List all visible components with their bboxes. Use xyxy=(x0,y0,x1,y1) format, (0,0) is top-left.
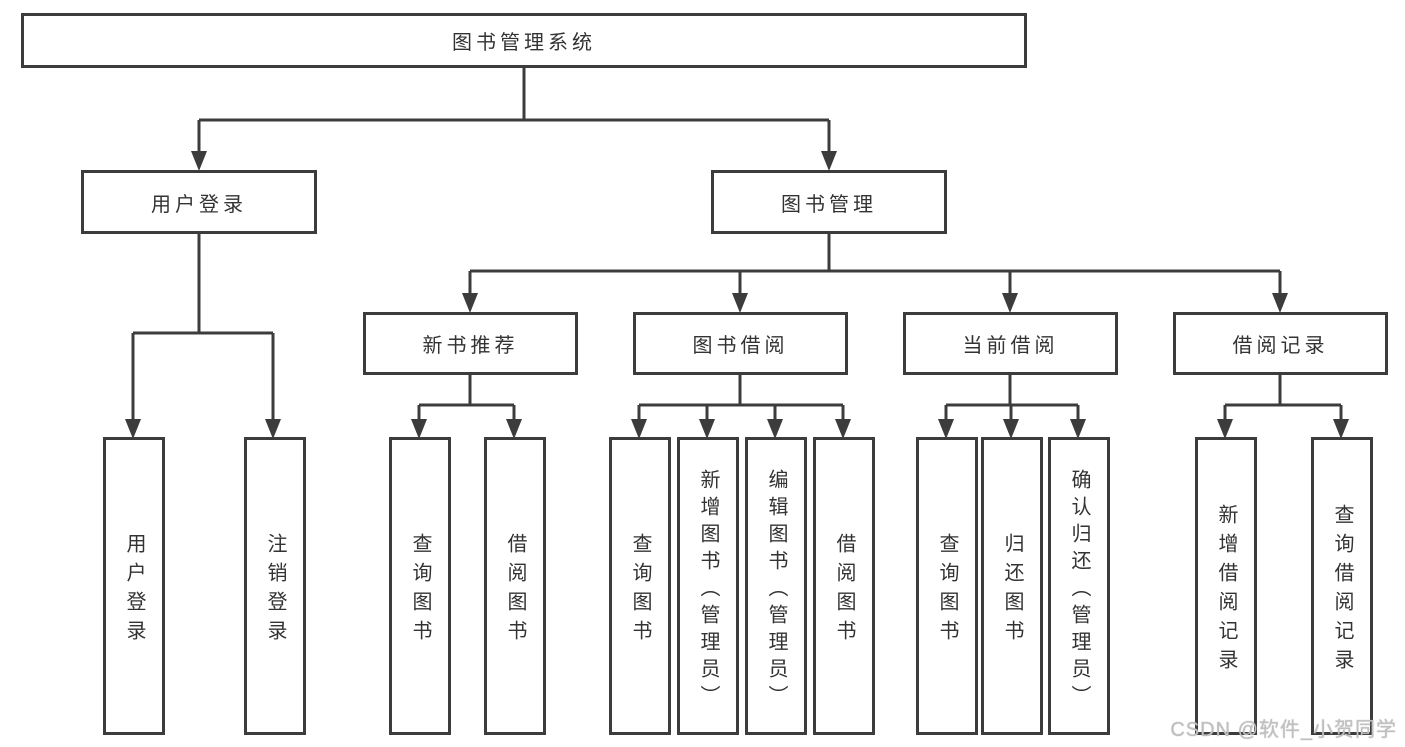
leaf-borrow-books-recommend: 借阅图书 xyxy=(484,437,546,735)
node-user-login: 用户登录 xyxy=(81,170,317,234)
leaf-add-book-admin: 新增图书（管理员） xyxy=(677,437,739,735)
leaf-edit-book-admin: 编辑图书（管理员） xyxy=(745,437,807,735)
leaf-borrow-books: 借阅图书 xyxy=(813,437,875,735)
node-book-management: 图书管理 xyxy=(711,170,947,234)
arrowheads xyxy=(125,151,1349,439)
node-borrowing-records: 借阅记录 xyxy=(1173,312,1388,375)
node-book-borrowing: 图书借阅 xyxy=(633,312,848,375)
node-root-library-system: 图书管理系统 xyxy=(21,13,1027,68)
leaf-return-book: 归还图书 xyxy=(981,437,1043,735)
leaf-query-borrow-record: 查询借阅记录 xyxy=(1311,437,1373,735)
leaf-confirm-return-admin: 确认归还（管理员） xyxy=(1048,437,1110,735)
leaf-logout: 注销登录 xyxy=(244,437,306,735)
leaf-user-login: 用户登录 xyxy=(103,437,165,735)
node-new-book-recommend: 新书推荐 xyxy=(363,312,578,375)
leaf-add-borrow-record: 新增借阅记录 xyxy=(1195,437,1257,735)
leaf-query-books-current: 查询图书 xyxy=(916,437,978,735)
leaf-query-books-borrow: 查询图书 xyxy=(609,437,671,735)
node-current-borrowing: 当前借阅 xyxy=(903,312,1118,375)
csdn-watermark: CSDN @软件_小贺同学 xyxy=(1170,719,1397,741)
leaf-query-books-recommend: 查询图书 xyxy=(389,437,451,735)
